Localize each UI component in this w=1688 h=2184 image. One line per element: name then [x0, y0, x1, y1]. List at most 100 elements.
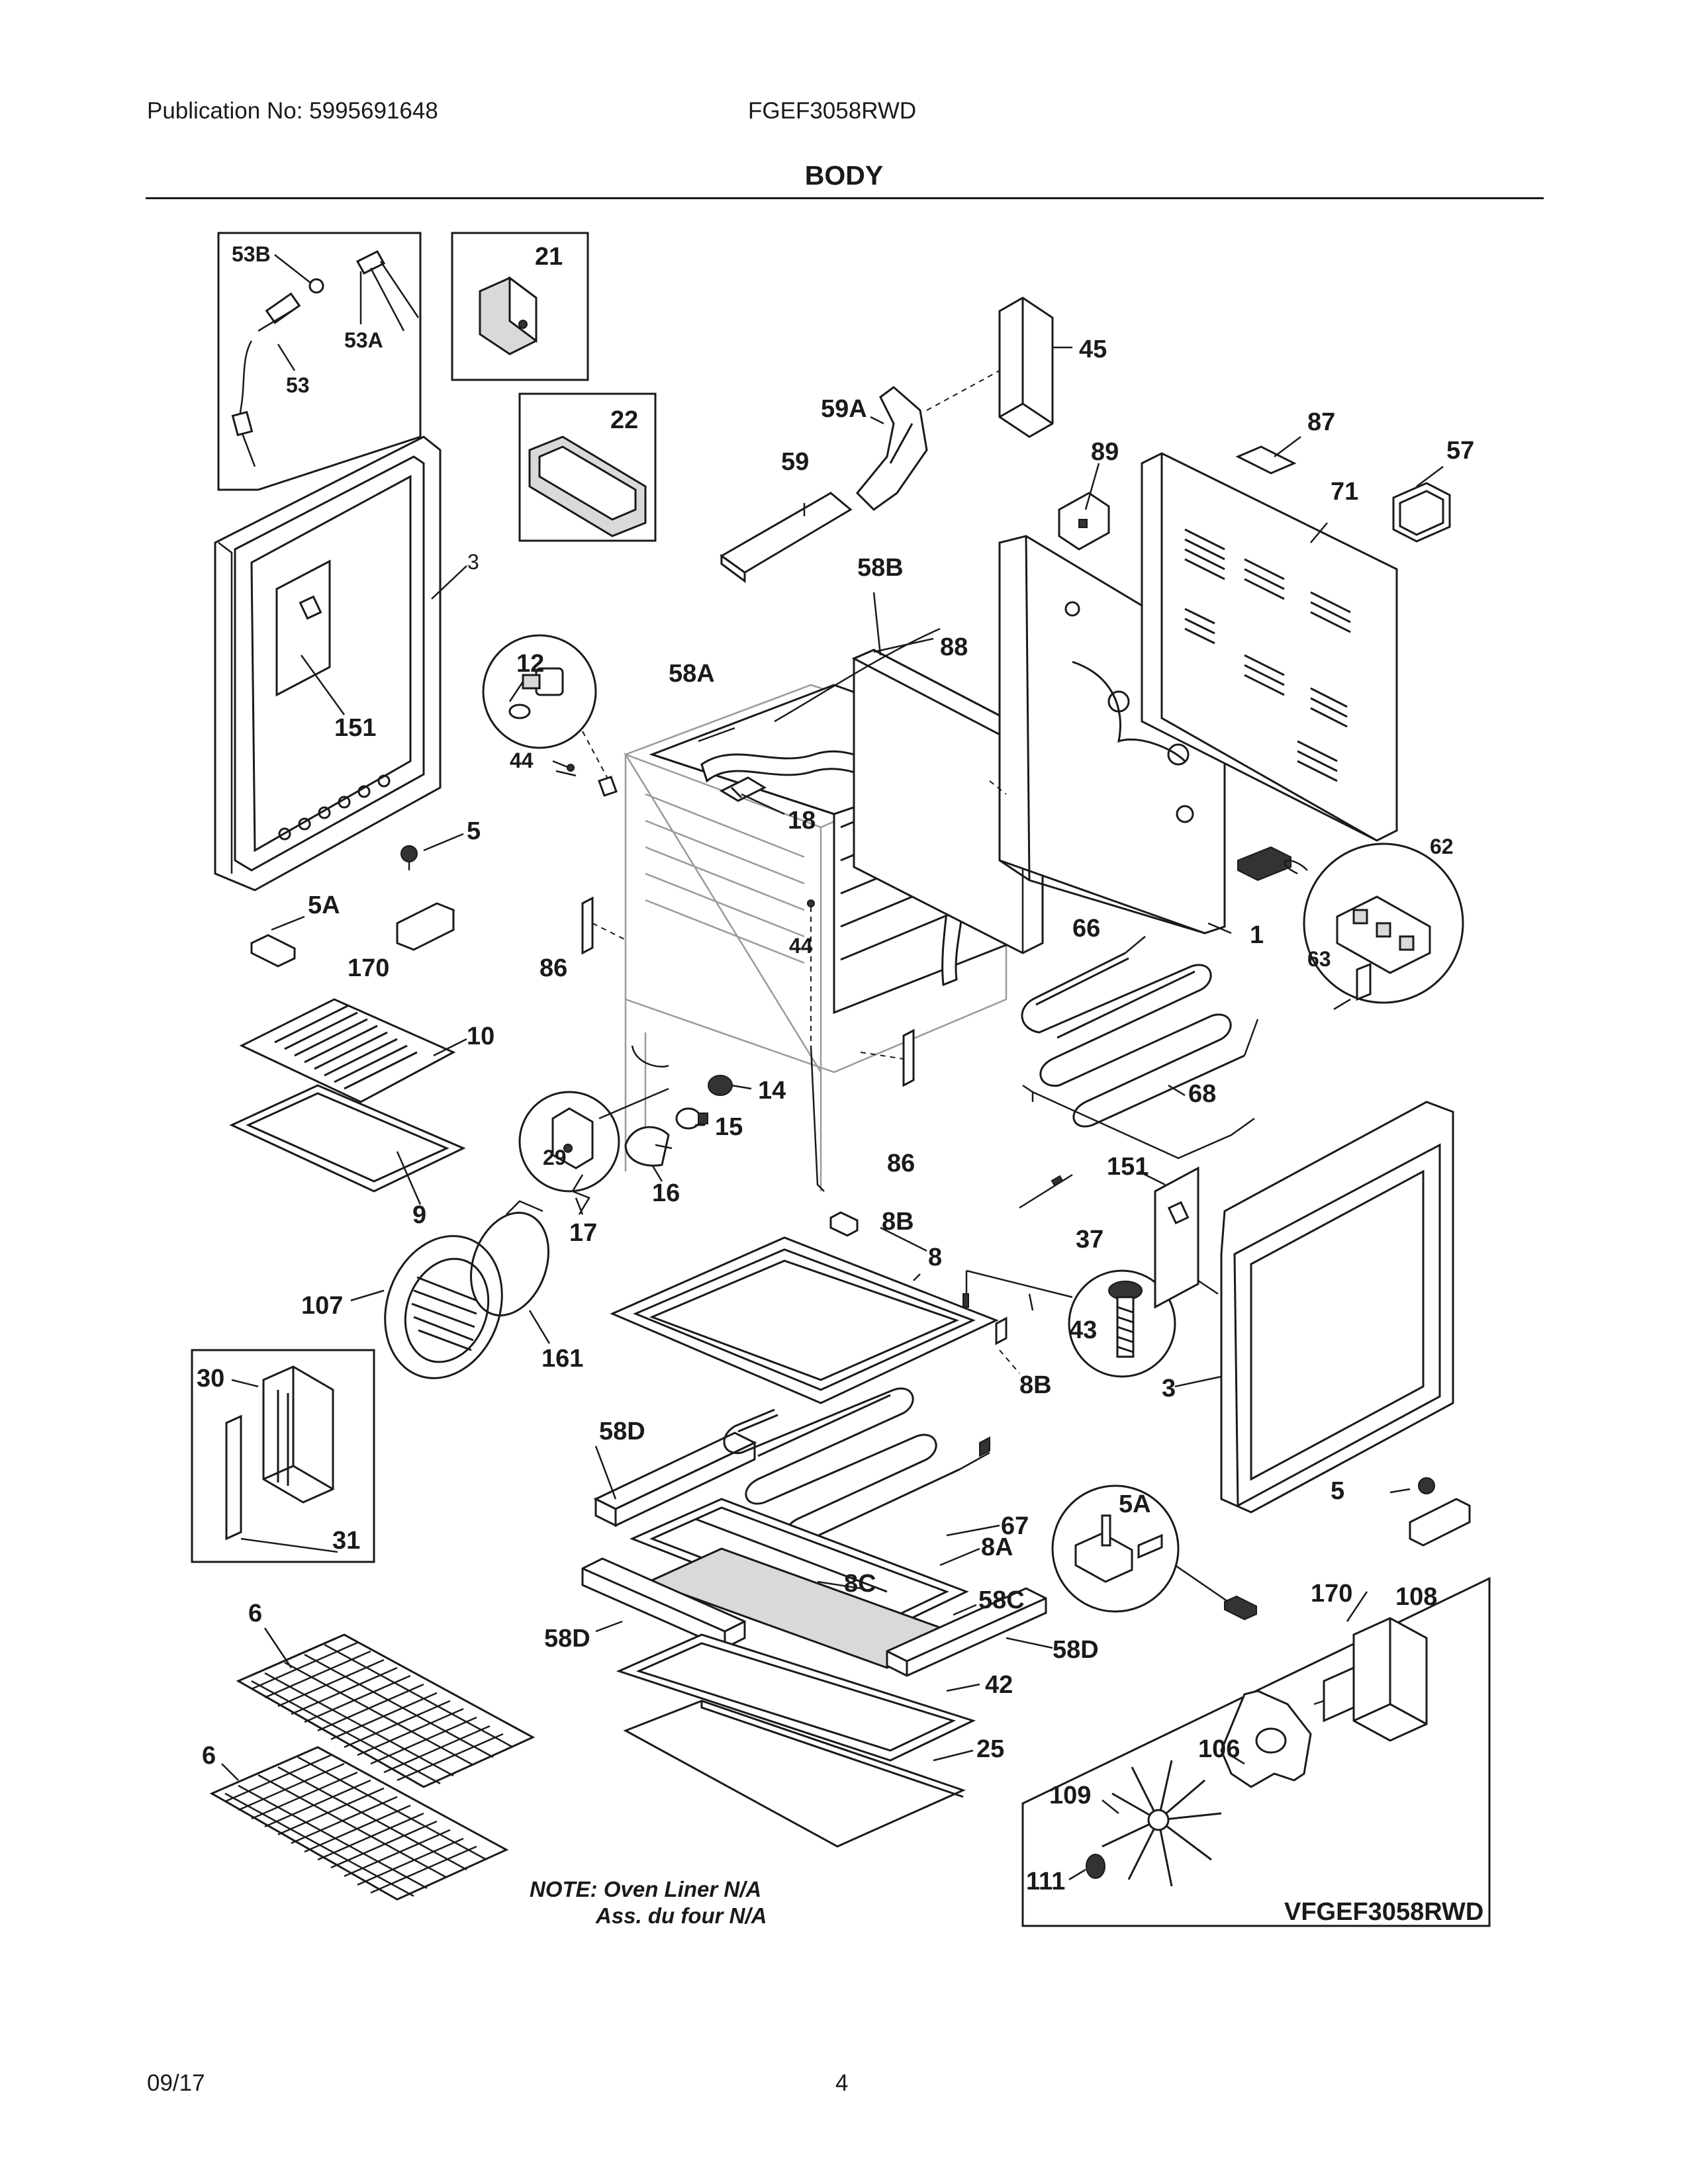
callout-44b: 44 — [789, 934, 813, 958]
door-panel-left — [214, 435, 467, 891]
callout-53A: 53A — [344, 328, 383, 352]
callout-170: 170 — [348, 954, 389, 982]
callout-3b: 3 — [1162, 1375, 1176, 1402]
bottom-panel-25 — [623, 1700, 966, 1848]
callout-108: 108 — [1395, 1583, 1437, 1611]
door-panel-right — [1220, 1101, 1454, 1514]
lamp-clip-17 — [571, 1174, 590, 1215]
fan-cover-107 — [384, 1235, 503, 1379]
publication-number: Publication No: 5995691648 — [147, 98, 438, 124]
callout-58B: 58B — [857, 554, 904, 582]
callout-8A: 8A — [981, 1533, 1013, 1561]
rack-support-86-left — [581, 896, 626, 955]
callout-16: 16 — [652, 1179, 680, 1207]
insulation-58D-right — [886, 1587, 1047, 1677]
callout-9: 9 — [412, 1201, 426, 1229]
rack-support-86-right — [860, 1028, 915, 1087]
callout-151: 151 — [334, 714, 376, 742]
callout-29: 29 — [543, 1146, 567, 1169]
vent-housing-45 — [926, 296, 1054, 438]
callout-89: 89 — [1091, 438, 1119, 466]
callout-53: 53 — [286, 373, 310, 397]
callout-57: 57 — [1446, 437, 1474, 465]
callout-12: 12 — [516, 650, 544, 678]
callout-44a: 44 — [510, 749, 534, 772]
section-title: BODY — [804, 160, 884, 191]
callout-17: 17 — [569, 1219, 597, 1247]
callout-43: 43 — [1069, 1316, 1097, 1344]
bracket-170-left — [396, 902, 455, 951]
callout-87: 87 — [1307, 408, 1335, 436]
vent-duct-59 — [720, 492, 853, 583]
callout-59: 59 — [781, 448, 809, 476]
gasket-161 — [470, 1200, 551, 1344]
callout-67: 67 — [1001, 1512, 1029, 1540]
callout-1: 1 — [1250, 921, 1264, 949]
note-line-2: Ass. du four N/A — [596, 1903, 767, 1928]
callout-45: 45 — [1079, 336, 1107, 363]
callout-42: 42 — [985, 1671, 1013, 1699]
callout-10: 10 — [467, 1023, 494, 1050]
callout-58D-a: 58D — [599, 1418, 645, 1445]
callout-25: 25 — [976, 1735, 1004, 1763]
callout-3: 3 — [467, 550, 479, 574]
callout-5: 5 — [467, 817, 481, 845]
callout-30: 30 — [197, 1365, 224, 1392]
detail-circle-62 — [1237, 842, 1464, 1011]
oven-rack-6-lower — [209, 1746, 509, 1901]
bracket-170-right — [1409, 1498, 1471, 1547]
callout-111: 111 — [1026, 1868, 1065, 1895]
cover-57 — [1392, 482, 1451, 543]
vent-duct-59A — [855, 386, 928, 511]
callout-58A: 58A — [669, 660, 715, 688]
callout-21: 21 — [535, 243, 563, 271]
detail-circle-5A-right — [1051, 1484, 1257, 1621]
leveler-bracket-5A-left — [250, 915, 305, 968]
callout-5A-right: 5A — [1119, 1490, 1151, 1518]
callout-106: 106 — [1198, 1735, 1240, 1763]
callout-31: 31 — [332, 1527, 360, 1555]
callout-22: 22 — [610, 406, 638, 434]
wire-37 — [1019, 1173, 1073, 1209]
header-rule — [146, 197, 1544, 199]
detail-circle-12 — [482, 634, 618, 797]
oven-bottom-8 — [610, 1236, 999, 1404]
callout-53B: 53B — [232, 242, 271, 266]
callout-58D-b: 58D — [1053, 1636, 1099, 1664]
lamp-socket-14 — [708, 1075, 752, 1096]
bracket-89 — [1058, 492, 1110, 551]
callout-18: 18 — [788, 807, 816, 835]
leveler-5-right — [1389, 1477, 1435, 1494]
callout-68: 68 — [1188, 1080, 1216, 1108]
callout-88: 88 — [940, 633, 968, 661]
callout-6-upper: 6 — [248, 1600, 262, 1627]
inset-sensor-box — [217, 232, 422, 491]
callout-170-right: 170 — [1311, 1580, 1352, 1608]
bottom-panel-42 — [616, 1633, 976, 1762]
callout-8: 8 — [928, 1244, 942, 1271]
callout-8B-top: 8B — [882, 1208, 914, 1236]
callout-37: 37 — [1076, 1226, 1103, 1253]
inset-part-21 — [451, 232, 589, 381]
element-bracket-68 — [1022, 1084, 1255, 1160]
oven-rack-6-upper — [236, 1633, 536, 1788]
leveler-5-left — [400, 833, 464, 870]
lamp-bulb-15 — [675, 1107, 708, 1130]
callout-8B-bottom: 8B — [1019, 1371, 1052, 1399]
callout-15: 15 — [715, 1113, 743, 1141]
bracket-8B-bottom — [995, 1316, 1020, 1374]
screw-44-a — [552, 760, 575, 772]
callout-71: 71 — [1331, 478, 1358, 506]
callout-6-lower: 6 — [202, 1742, 216, 1770]
callout-62: 62 — [1430, 835, 1454, 858]
callout-161: 161 — [541, 1345, 583, 1373]
broil-element-66 — [1021, 936, 1259, 1128]
lamp-lens-16 — [624, 1126, 670, 1182]
footer-date: 09/17 — [147, 2070, 205, 2096]
note-line-1: NOTE: Oven Liner N/A — [530, 1877, 762, 1901]
callout-14: 14 — [758, 1077, 786, 1105]
inset-part-22 — [518, 392, 657, 542]
model-number: FGEF3058RWD — [748, 98, 917, 124]
clip-18 — [719, 776, 767, 802]
rear-cover-71 — [1141, 452, 1398, 1387]
